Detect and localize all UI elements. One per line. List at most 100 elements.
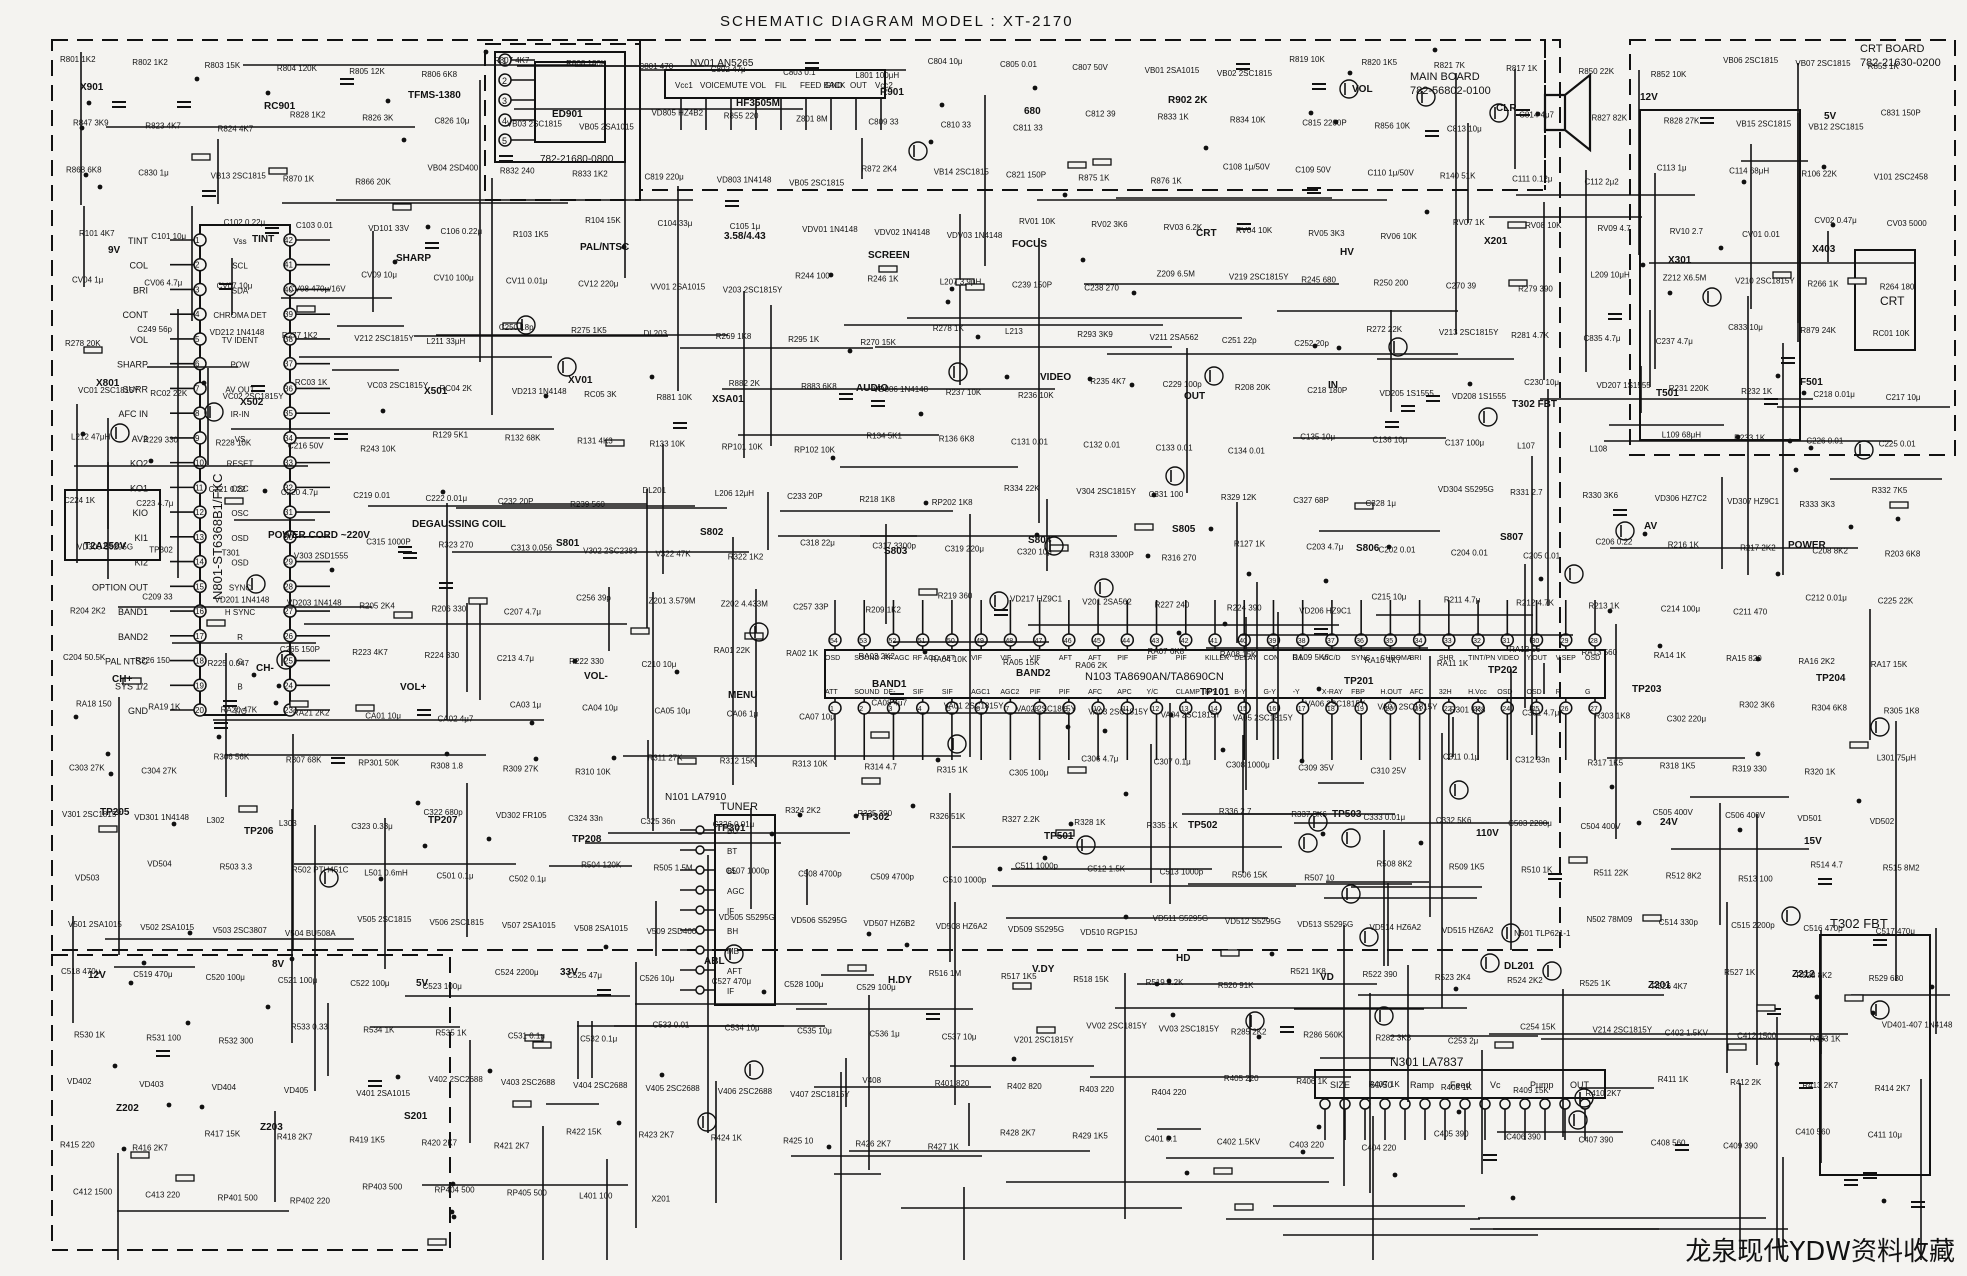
video-pin-number: 10 — [1093, 706, 1101, 713]
micro-pin — [193, 703, 207, 717]
component-label: C102 0.22μ — [224, 218, 266, 227]
component-label: R226 150 — [135, 656, 170, 665]
component-label: V210 2SC1815Y — [1735, 277, 1795, 286]
micro-pin — [283, 629, 297, 643]
component-label: C518 470μ — [61, 967, 101, 976]
component-label: R803 15K — [205, 61, 241, 70]
micro-pin-label: CHROMA DET — [213, 311, 266, 320]
component-label: C202 0.01 — [1379, 546, 1416, 555]
component-label: R530 1K — [74, 1030, 106, 1039]
video-pin-label: PIF — [1059, 689, 1070, 696]
component-label: CA01 10μ — [365, 712, 401, 721]
video-pin-number: 2 — [859, 706, 863, 713]
component-label: C403 220 — [1289, 1141, 1324, 1150]
video-pin-label: AFT — [1088, 655, 1102, 662]
component-label: R506 15K — [1232, 871, 1268, 880]
component-label: DL203 — [643, 329, 667, 338]
net-label: X301 — [1668, 255, 1692, 266]
component-label: C506 400V — [1725, 811, 1766, 820]
video-pin-label: -Y — [1293, 689, 1300, 696]
component-label: VD301 1N4148 — [134, 813, 189, 822]
component-label: VD404 — [212, 1083, 237, 1092]
component-label: R266 1K — [1807, 280, 1839, 289]
component-label: R232 1K — [1741, 387, 1773, 396]
component-label: RA21 2K2 — [293, 709, 330, 718]
component-label: R817 1K — [1506, 64, 1538, 73]
component-label: C831 150P — [1881, 109, 1921, 118]
component-label: CV09 10μ — [361, 271, 397, 280]
component-label: C229 100p — [1163, 380, 1203, 389]
component-label: VD401-407 1N4148 — [1882, 1020, 1953, 1029]
micro-pin-label: RESET — [227, 460, 254, 469]
component-label: C513 1000p — [1160, 868, 1204, 877]
component-label: R516 1M — [929, 969, 962, 978]
component-label: C803 0.1 — [783, 68, 816, 77]
component-label: C114 68μH — [1729, 166, 1769, 175]
component-label: C527 470μ — [712, 977, 752, 986]
component-label: R295 1K — [788, 335, 820, 344]
tuner-pin-label: AFT — [727, 967, 742, 976]
component-label: C517 470μ — [1876, 927, 1916, 936]
component-label: C309 35V — [1298, 763, 1334, 772]
micro-pin-number: 26 — [284, 632, 293, 641]
net-label: VOL+ — [400, 682, 427, 693]
video-pin — [1295, 701, 1310, 715]
micro-pin — [283, 233, 297, 247]
component-label: V507 2SA1015 — [502, 921, 556, 930]
component-label: CV06 4.7μ — [144, 279, 182, 288]
component-label: C318 22μ — [800, 539, 835, 548]
component-label: R408 1K — [1441, 1083, 1473, 1092]
component-label: R223 4K7 — [352, 648, 388, 657]
component-label: C111 0.12μ — [1512, 174, 1553, 183]
component-label: R819 10K — [1289, 55, 1325, 64]
component-label: CA06 1μ — [727, 710, 759, 719]
net-label: 12V — [1640, 92, 1658, 103]
net-label: SHARP — [396, 253, 431, 264]
component-label: VD405 — [284, 1086, 309, 1095]
video-pin — [1354, 633, 1368, 647]
video-pin — [1179, 633, 1193, 647]
component-label: R133 10K — [649, 439, 685, 448]
micro-pin-label: VOL — [130, 335, 148, 345]
video-pin — [886, 701, 901, 715]
video-pin-number: 52 — [888, 638, 896, 645]
net-label: TP206 — [244, 826, 274, 837]
component-label: R523 2K4 — [1435, 973, 1471, 982]
micro-pin — [193, 406, 207, 420]
video-pin — [886, 633, 901, 647]
micro-pin-number: 33 — [284, 459, 293, 468]
component-label: C106 0.22μ — [441, 227, 483, 236]
micro-pin-number: 1 — [195, 236, 200, 245]
net-label: ED901 — [552, 109, 583, 120]
video-ic-ref: N103 TA8690AN/TA8690CN — [1085, 671, 1224, 683]
component-label: C404 220 — [1362, 1144, 1397, 1153]
component-label: L209 10μH — [1590, 271, 1630, 280]
component-label: R510 1K — [1521, 866, 1553, 875]
micro-pin-label: G — [237, 658, 243, 667]
component-label: R534 1K — [363, 1025, 395, 1034]
component-label: C135 10μ — [1300, 432, 1335, 441]
component-label: VD505 S5295G — [719, 913, 775, 922]
net-label: R902 2K — [1168, 95, 1208, 106]
tuner-pin-label: IF — [727, 987, 734, 996]
micro-pin-label: KO2 — [130, 459, 148, 469]
net-label: T501 — [1656, 388, 1679, 399]
video-pin-number: 6 — [976, 706, 980, 713]
component-label: VD217 HZ9C1 — [1010, 594, 1063, 603]
component-label: C206 0.22 — [1595, 538, 1632, 547]
component-label: C327 68P — [1293, 496, 1329, 505]
micro-pin-label: SYNC — [229, 583, 251, 592]
video-pin — [1003, 701, 1018, 715]
component-label: R826 3K — [362, 114, 394, 123]
net-label: CH- — [256, 663, 274, 674]
component-label: R224 390 — [1227, 603, 1262, 612]
component-label: R423 2K7 — [638, 1131, 674, 1140]
vertical-pin-label: 60/50 — [1370, 1080, 1393, 1090]
component-label: VD203 1N4148 — [287, 598, 342, 607]
component-label: R323 270 — [439, 541, 474, 550]
video-pin-label: SIF — [942, 689, 953, 696]
component-label: R334 22K — [1004, 484, 1040, 493]
video-pin-label: G — [1585, 689, 1590, 696]
micro-pin — [193, 307, 207, 321]
